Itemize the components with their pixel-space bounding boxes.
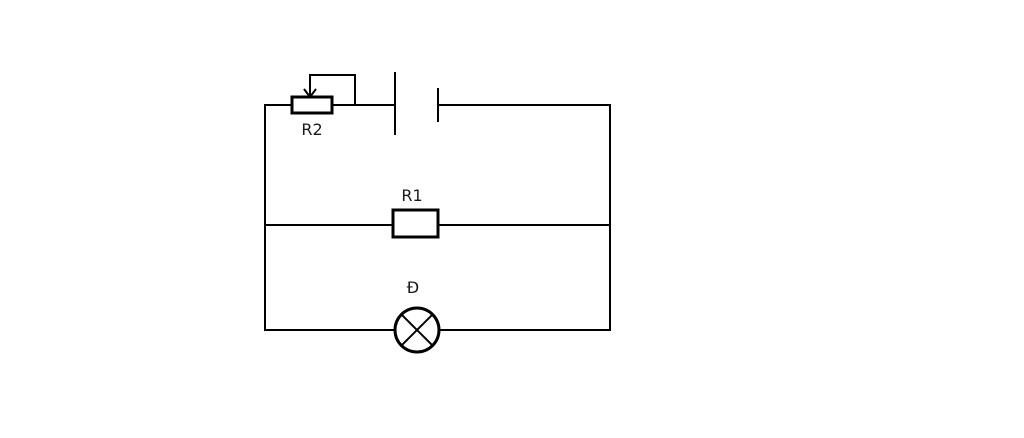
resistor-body	[391, 208, 440, 239]
rheostat-body	[290, 95, 334, 115]
resistor-label: R1	[401, 186, 422, 205]
rheostat-slider-wire	[309, 74, 356, 105]
lamp-cross-b	[400, 313, 434, 347]
battery-cell	[394, 72, 439, 135]
rheostat-label: R2	[301, 120, 322, 139]
wires	[264, 104, 611, 331]
rheostat-r2: R2	[290, 74, 356, 139]
top-left-wire	[264, 104, 395, 331]
lamp-label: Đ	[407, 278, 419, 297]
lamp: Đ	[393, 278, 441, 354]
top-right-wire	[438, 104, 611, 331]
rheostat-slider-arrow	[303, 88, 317, 99]
resistor-r1: R1	[391, 186, 440, 239]
